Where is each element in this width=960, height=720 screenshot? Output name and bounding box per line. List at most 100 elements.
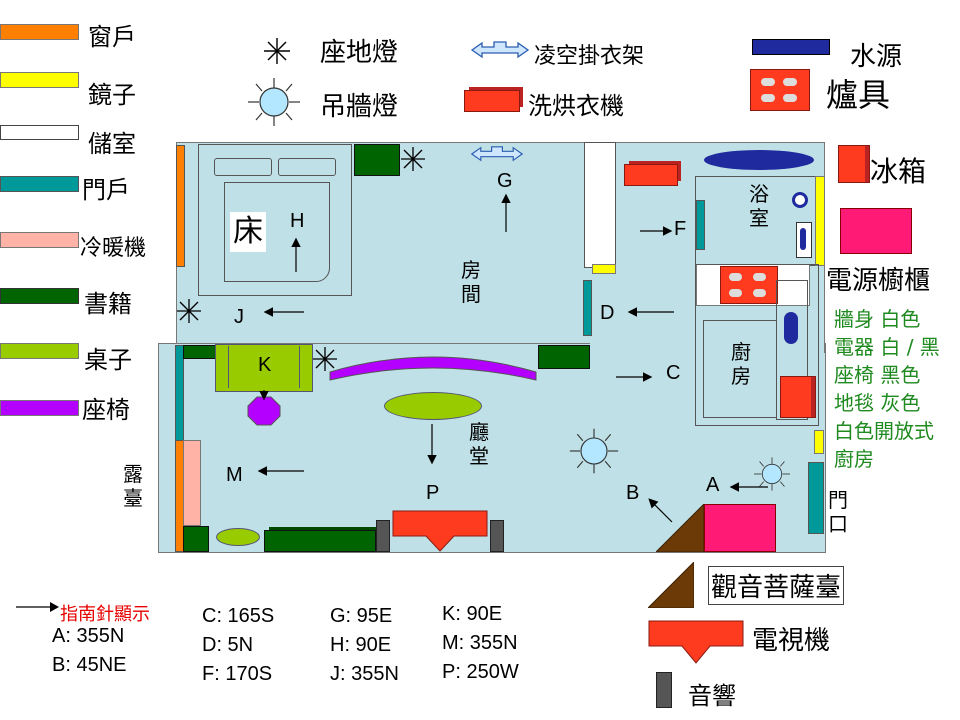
legend-label-books: 書籍 xyxy=(84,290,132,318)
legend-label-fridge: 冰箱 xyxy=(870,155,927,188)
bed-sheet xyxy=(224,182,330,282)
bedroom-window xyxy=(176,145,185,267)
legend-label-altar: 觀音菩薩臺 xyxy=(708,566,845,605)
legend-swatch-books xyxy=(0,288,79,304)
kitchen-fridge xyxy=(780,376,816,418)
bath-mirror xyxy=(815,176,825,266)
legend-label-washer: 洗烘衣機 xyxy=(528,92,624,120)
legend-swatch-aircon xyxy=(0,232,79,248)
water-icon xyxy=(752,39,830,55)
pillow-right xyxy=(278,158,336,176)
marker-p: P xyxy=(426,482,440,504)
legend-swatch-door xyxy=(0,176,79,192)
door-label: 門口 xyxy=(828,488,848,536)
legend-label-power-cabinet: 電源櫥櫃 xyxy=(826,266,931,296)
tv-icon xyxy=(648,620,744,664)
hall-wall-lamp-1-icon xyxy=(569,428,619,474)
kitchen-stove xyxy=(720,266,778,304)
note-line: 電器 白 / 黑 xyxy=(834,335,940,359)
marker-d: D xyxy=(600,302,615,324)
legend-swatch-storage xyxy=(0,125,79,140)
legend-label-window: 窗戶 xyxy=(88,23,136,51)
marker-f: F xyxy=(674,218,687,240)
marker-g: G xyxy=(497,170,513,192)
bedroom-books xyxy=(354,144,400,176)
legend-label-floor-lamp: 座地燈 xyxy=(320,38,399,68)
kitchen-label: 廚房 xyxy=(731,340,751,388)
sofa xyxy=(329,356,537,381)
power-cabinet xyxy=(704,504,776,552)
washer-icon xyxy=(464,90,520,112)
bath-water-tub xyxy=(704,150,814,170)
note-line: 白色開放式 xyxy=(834,419,934,443)
kitchen-counter xyxy=(776,280,808,420)
legend-label-water: 水源 xyxy=(850,42,903,72)
bedroom-label: 房間 xyxy=(461,258,481,306)
altar xyxy=(656,504,704,552)
fridge-icon xyxy=(838,145,870,183)
note-line: 牆身 白色 xyxy=(834,307,921,331)
speaker-right xyxy=(490,520,504,552)
bedroom-hanger-icon xyxy=(470,146,524,162)
legend-swatch-chair xyxy=(0,400,79,416)
legend-label-stove: 爐具 xyxy=(826,76,891,114)
bed-label: 床 xyxy=(230,212,266,252)
bed-frame xyxy=(198,144,352,296)
pillow-left xyxy=(214,158,272,176)
legend-label-speaker: 音響 xyxy=(688,682,736,710)
speaker-icon xyxy=(656,672,672,708)
legend-swatch-table xyxy=(0,343,79,359)
note-line: 座椅 黑色 xyxy=(834,363,921,387)
notes: 牆身 白色 電器 白 / 黑 座椅 黑色 地毯 灰色 白色開放式 廚房 xyxy=(834,305,940,473)
marker-j: J xyxy=(234,306,244,328)
legend-label-storage: 儲室 xyxy=(88,130,136,158)
compass-arrow-icon xyxy=(16,602,59,612)
kitchen-outline xyxy=(695,264,819,426)
washer xyxy=(624,164,678,186)
hanger-icon xyxy=(470,41,530,59)
note-line: 廚房 xyxy=(834,447,874,471)
marker-a: A xyxy=(706,474,720,496)
legend-label-hanger: 凌空掛衣架 xyxy=(534,44,645,69)
marker-k: K xyxy=(258,354,272,376)
wall-lamp-icon xyxy=(248,78,300,126)
kitchen-mirror xyxy=(814,430,824,454)
side-table xyxy=(216,528,260,546)
marker-c: C xyxy=(666,362,681,384)
legend-swatch-mirror xyxy=(0,72,79,88)
stove-icon xyxy=(750,69,810,111)
legend-label-mirror: 鏡子 xyxy=(88,81,136,109)
hall-aircon xyxy=(183,440,201,526)
legend-swatch-window xyxy=(0,24,79,40)
floor-lamp-icon xyxy=(264,38,290,64)
hall-wall-lamp-2-icon xyxy=(754,457,790,491)
door-f xyxy=(696,200,705,250)
legend-label-wall-lamp: 吊牆燈 xyxy=(320,92,399,122)
legend-label-door: 門戶 xyxy=(82,176,130,204)
hall-books-right xyxy=(538,345,590,369)
hall-books-bottom xyxy=(264,530,376,552)
altar-icon xyxy=(648,562,694,608)
speaker-left xyxy=(376,520,390,552)
coffee-table xyxy=(384,392,482,420)
storage-wall xyxy=(584,142,616,268)
balcony-label: 露臺 xyxy=(123,462,143,510)
desk-inner xyxy=(228,346,300,388)
bath-label: 浴室 xyxy=(749,182,769,230)
marker-h: H xyxy=(290,210,305,232)
bedroom-floor-lamp-icon xyxy=(401,147,425,171)
note-line: 地毯 灰色 xyxy=(834,391,921,415)
bath-drain xyxy=(792,192,808,208)
power-cabinet-icon xyxy=(840,208,912,254)
bedroom-lamp-left-icon xyxy=(177,299,201,323)
tv xyxy=(392,510,488,552)
kitchen-water xyxy=(784,312,798,344)
bath-sink-water xyxy=(800,228,806,250)
hall-label: 廳堂 xyxy=(469,420,489,468)
legend-label-aircon: 冷暖機 xyxy=(80,236,147,261)
marker-m: M xyxy=(226,464,243,486)
